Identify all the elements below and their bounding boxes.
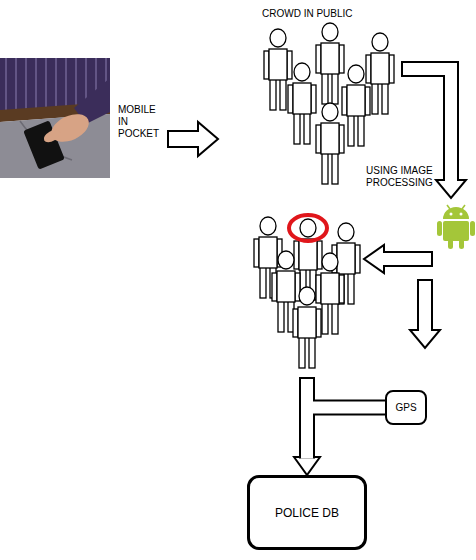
rounded-box: GPS [385,390,427,425]
pocket-photo [0,58,110,178]
box-label: POLICE DB [275,506,339,520]
box-label: GPS [395,402,416,413]
caption-text: MOBILE IN POCKET [118,104,168,140]
block-arrow [410,280,440,348]
rounded-box: POLICE DB [247,475,367,550]
android-icon [437,205,475,249]
highlight-ring [289,215,327,241]
crowd-figure [264,23,394,184]
block-arrow [364,245,432,273]
block-arrow-connector [294,408,385,476]
caption-text: CROWD IN PUBLIC [262,8,353,20]
caption-text: USING IMAGE PROCESSING [366,165,434,189]
block-arrow-shaft [299,378,315,405]
block-arrow [168,122,218,156]
